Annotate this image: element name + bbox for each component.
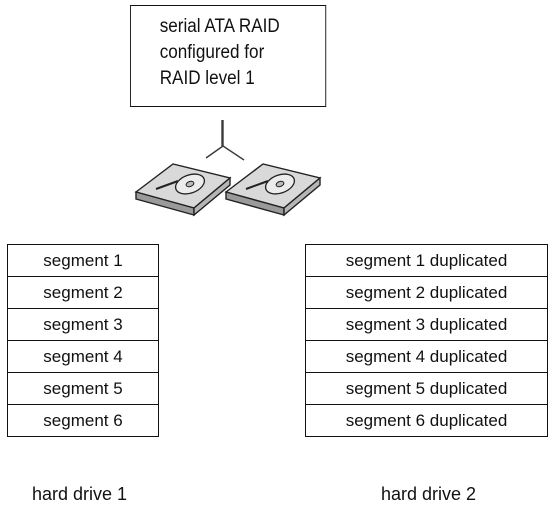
drives-illustration [134, 120, 322, 217]
table-row: segment 1 [7, 244, 159, 277]
drive-1-segments-table: segment 1 segment 2 segment 3 segment 4 … [7, 244, 159, 437]
table-row: segment 3 [7, 308, 159, 341]
segment-cell: segment 6 [7, 404, 159, 437]
connector-line [222, 145, 245, 161]
config-line-2: configured for [159, 42, 265, 63]
segment-cell: segment 5 [7, 372, 159, 405]
drive-2-segments-table: segment 1 duplicated segment 2 duplicate… [305, 244, 548, 437]
table-row: segment 6 duplicated [305, 404, 548, 437]
segment-cell: segment 1 [7, 244, 159, 277]
table-row: segment 3 duplicated [305, 308, 548, 341]
raid-config-box: serial ATA RAID configured for RAID leve… [130, 5, 327, 107]
segment-cell: segment 4 duplicated [305, 340, 548, 373]
config-line-3: RAID level 1 [159, 68, 255, 89]
config-line-1: serial ATA RAID [159, 16, 280, 37]
segment-cell: segment 4 [7, 340, 159, 373]
table-row: segment 6 [7, 404, 159, 437]
hard-drive-icon [224, 163, 322, 217]
table-row: segment 2 [7, 276, 159, 309]
segment-cell: segment 2 [7, 276, 159, 309]
segment-cell: segment 3 [7, 308, 159, 341]
table-row: segment 5 [7, 372, 159, 405]
hard-drive-1-label: hard drive 1 [32, 484, 128, 504]
segment-cell: segment 5 duplicated [305, 372, 548, 405]
table-row: segment 4 [7, 340, 159, 373]
table-row: segment 2 duplicated [305, 276, 548, 309]
segment-cell: segment 3 duplicated [305, 308, 548, 341]
hard-drive-2-label: hard drive 2 [381, 484, 477, 504]
connector-line [205, 145, 224, 159]
hard-drive-icon [134, 163, 232, 217]
segment-cell: segment 1 duplicated [305, 244, 548, 277]
segment-cell: segment 6 duplicated [305, 404, 548, 437]
table-row: segment 4 duplicated [305, 340, 548, 373]
table-row: segment 1 duplicated [305, 244, 548, 277]
segment-cell: segment 2 duplicated [305, 276, 548, 309]
table-row: segment 5 duplicated [305, 372, 548, 405]
